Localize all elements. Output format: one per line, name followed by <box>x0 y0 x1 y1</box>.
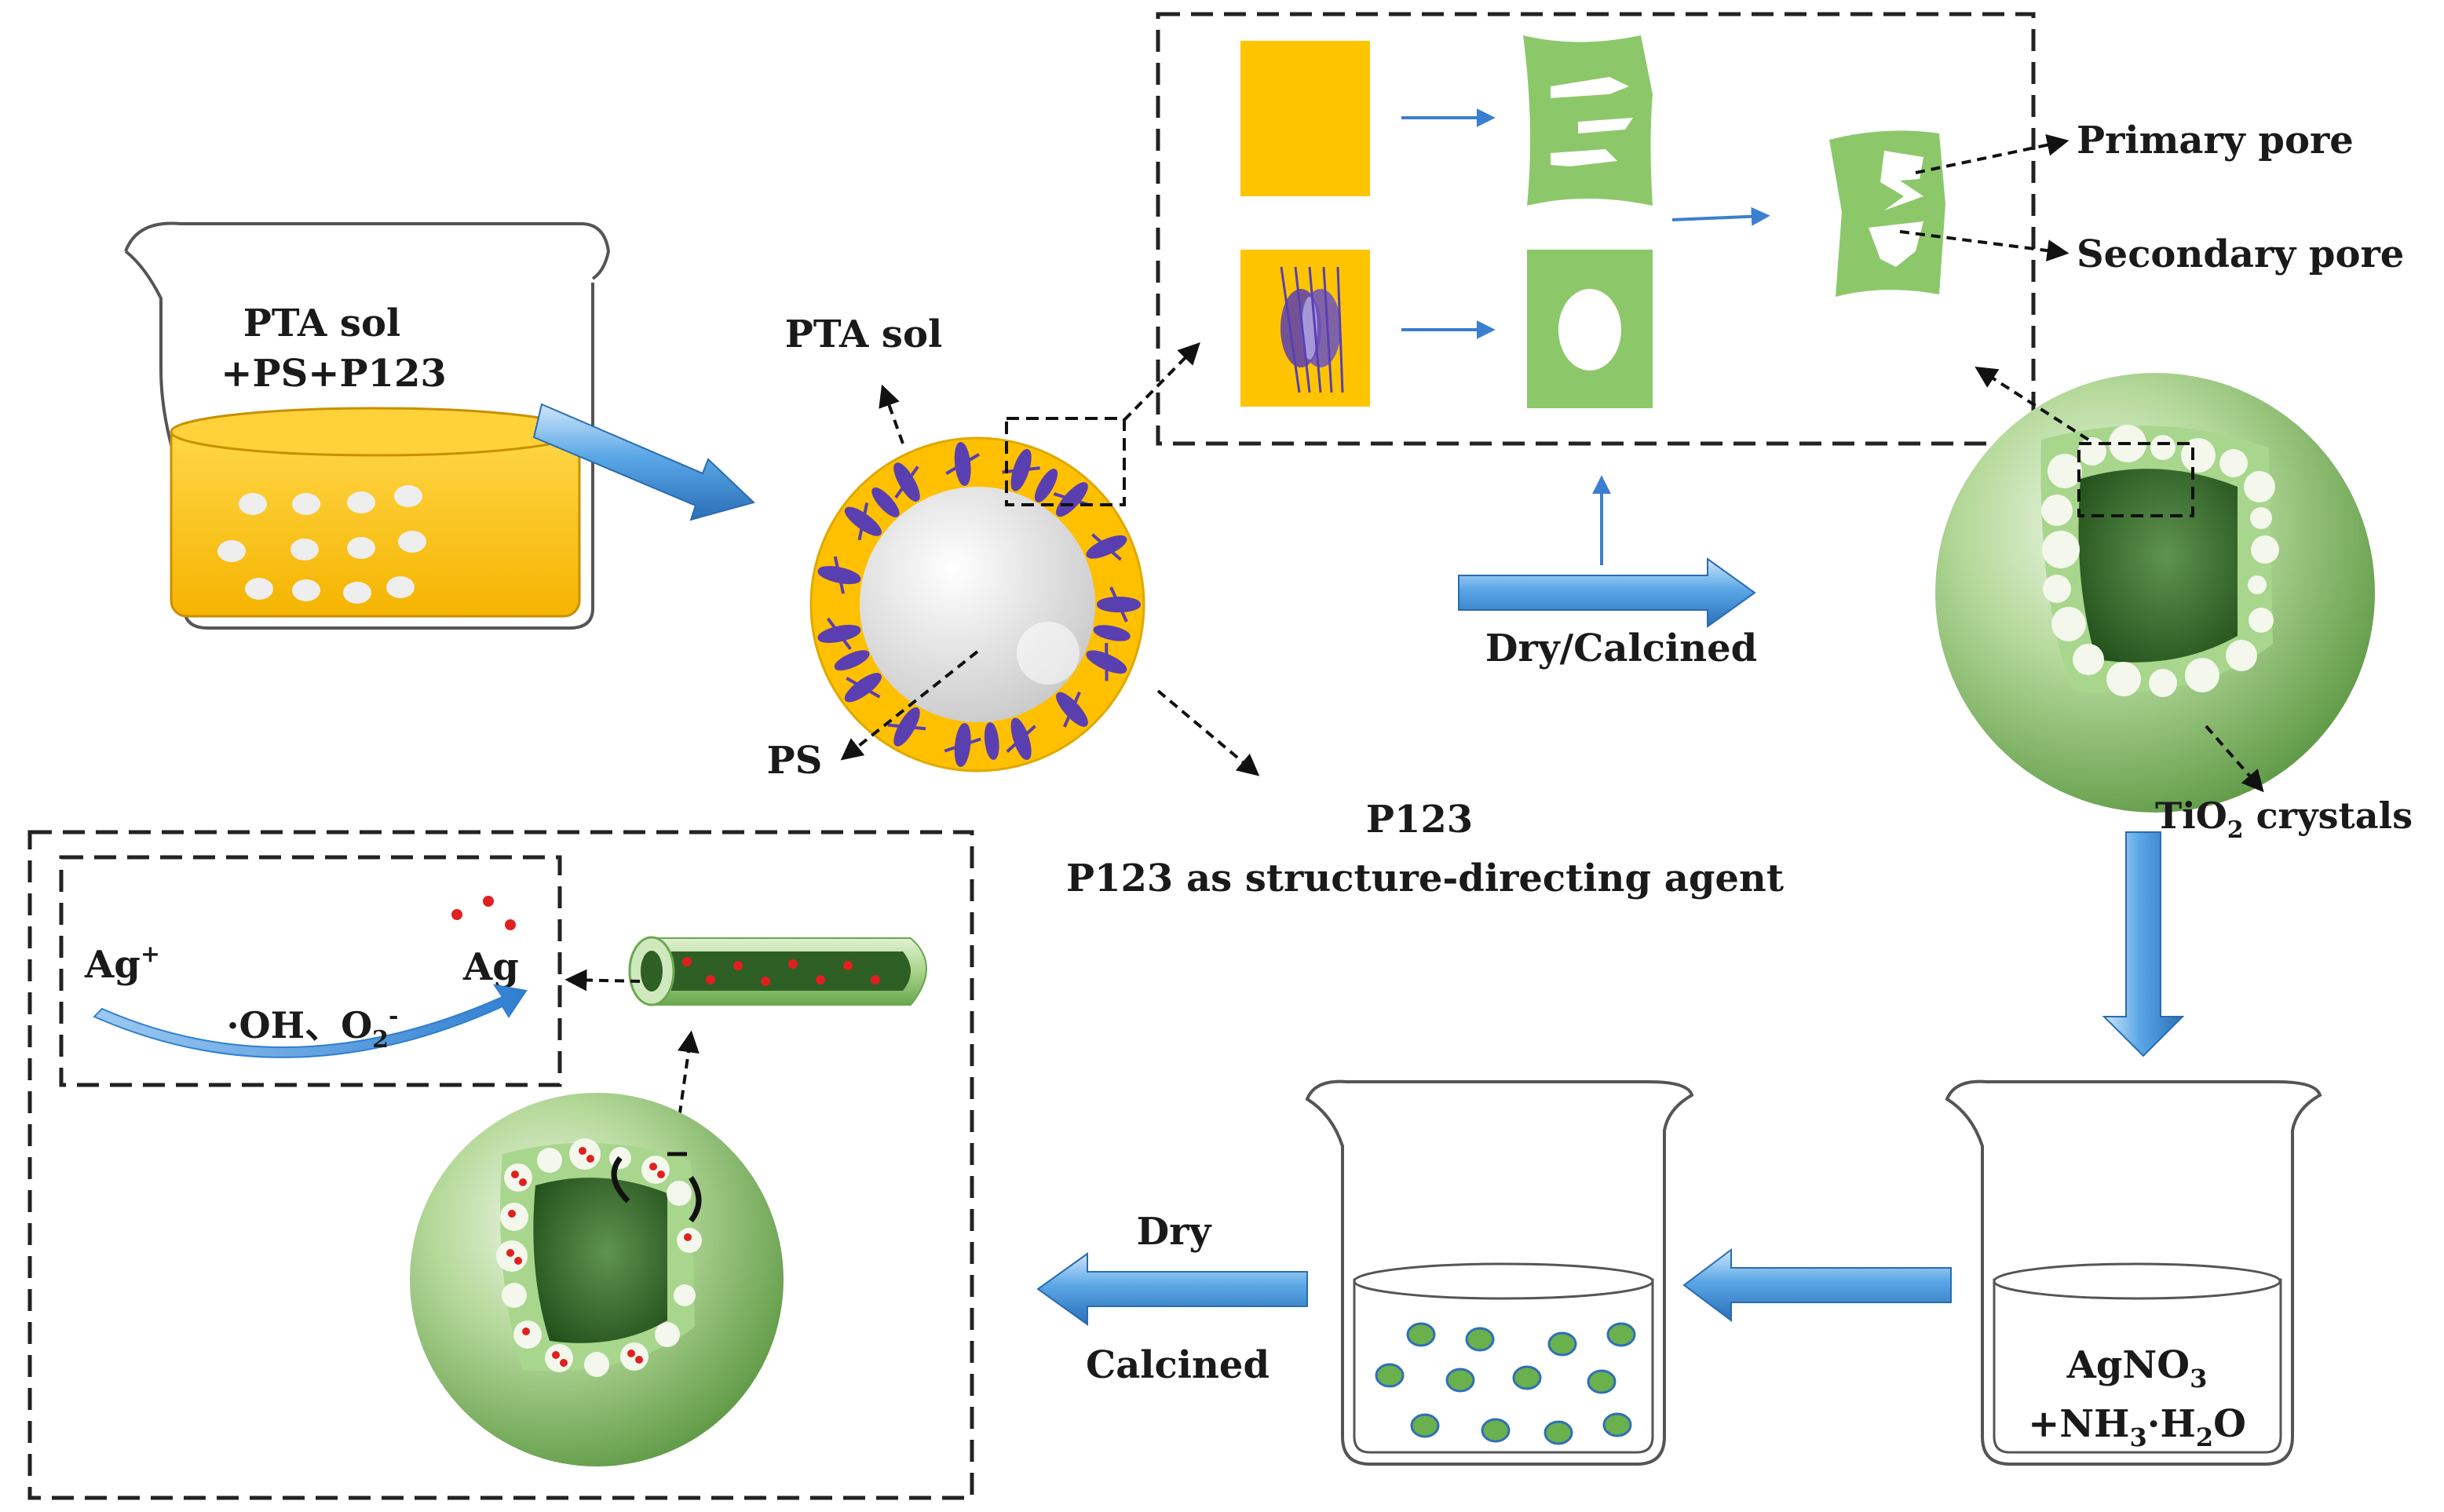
dry-calcined-label: Dry/Calcined <box>1485 626 1757 670</box>
secondary-pore-block <box>1527 250 1653 408</box>
beaker-pta-sol: PTA sol +PS+P123 <box>124 221 611 630</box>
pore-formation-frame <box>1156 12 2036 446</box>
sol-block-top <box>1240 41 1370 196</box>
p123-agent-label: P123 as structure-directing agent <box>1066 856 1784 900</box>
oh-o2-label: ·OH、O2- <box>227 1003 399 1054</box>
p123-label: P123 <box>1366 798 1473 842</box>
agno3-label: AgNO3 <box>2066 1343 2208 1393</box>
ag-label: Ag <box>462 945 519 989</box>
ps-label: PS <box>767 739 823 783</box>
process-arrow-left-2 <box>1036 1252 1308 1326</box>
dry-label: Dry <box>1137 1210 1213 1254</box>
process-arrow-1 <box>532 403 755 521</box>
core-shell-sphere <box>809 417 1145 772</box>
reduction-curve-arrow <box>93 984 528 1058</box>
zoom-box-shell <box>1005 417 1126 506</box>
mechanism-frame <box>27 830 974 1500</box>
calcined-label: Calcined <box>1086 1343 1269 1387</box>
dry-calcined-arrow <box>1458 557 1756 628</box>
zoom-bracket <box>611 1156 702 1223</box>
pta-sol-label: PTA sol <box>785 312 942 356</box>
reaction-frame <box>59 855 562 1087</box>
green-particle-group <box>1375 1322 1636 1445</box>
ag-plus-label: Ag+ <box>84 940 160 987</box>
beaker1-label-line2: +PS+P123 <box>221 352 446 396</box>
p123-micelle-group <box>817 442 1141 767</box>
primary-pore-block <box>1523 35 1653 206</box>
nanotube <box>628 936 927 1006</box>
ag-particle-group <box>451 896 516 930</box>
process-arrow-left-1 <box>1682 1248 1952 1322</box>
zoom-box-sphere <box>2077 442 2194 517</box>
hierarchical-pore-block <box>1829 130 1945 297</box>
beaker-particles <box>1305 1079 1694 1466</box>
tio2-crystals-label: TiO2 crystals <box>2155 794 2413 844</box>
tube-ag-group <box>682 957 880 986</box>
pore-bubble-group <box>2041 425 2279 697</box>
hollow-tio2-sphere <box>1935 373 2375 813</box>
secondary-pore-label: Secondary pore <box>2077 232 2404 276</box>
process-arrow-down <box>2102 831 2185 1057</box>
nh3-h2o-label: +NH3·H2O <box>2028 1402 2246 1452</box>
primary-pore-label: Primary pore <box>2077 119 2354 163</box>
micelle-in-block <box>1280 266 1344 393</box>
ps-bead-group <box>217 485 426 604</box>
beaker1-label-line1: PTA sol <box>243 301 400 345</box>
ag-loaded-sphere <box>410 1093 784 1466</box>
beaker-agno3: AgNO3 +NH3·H2O <box>1945 1079 2322 1466</box>
